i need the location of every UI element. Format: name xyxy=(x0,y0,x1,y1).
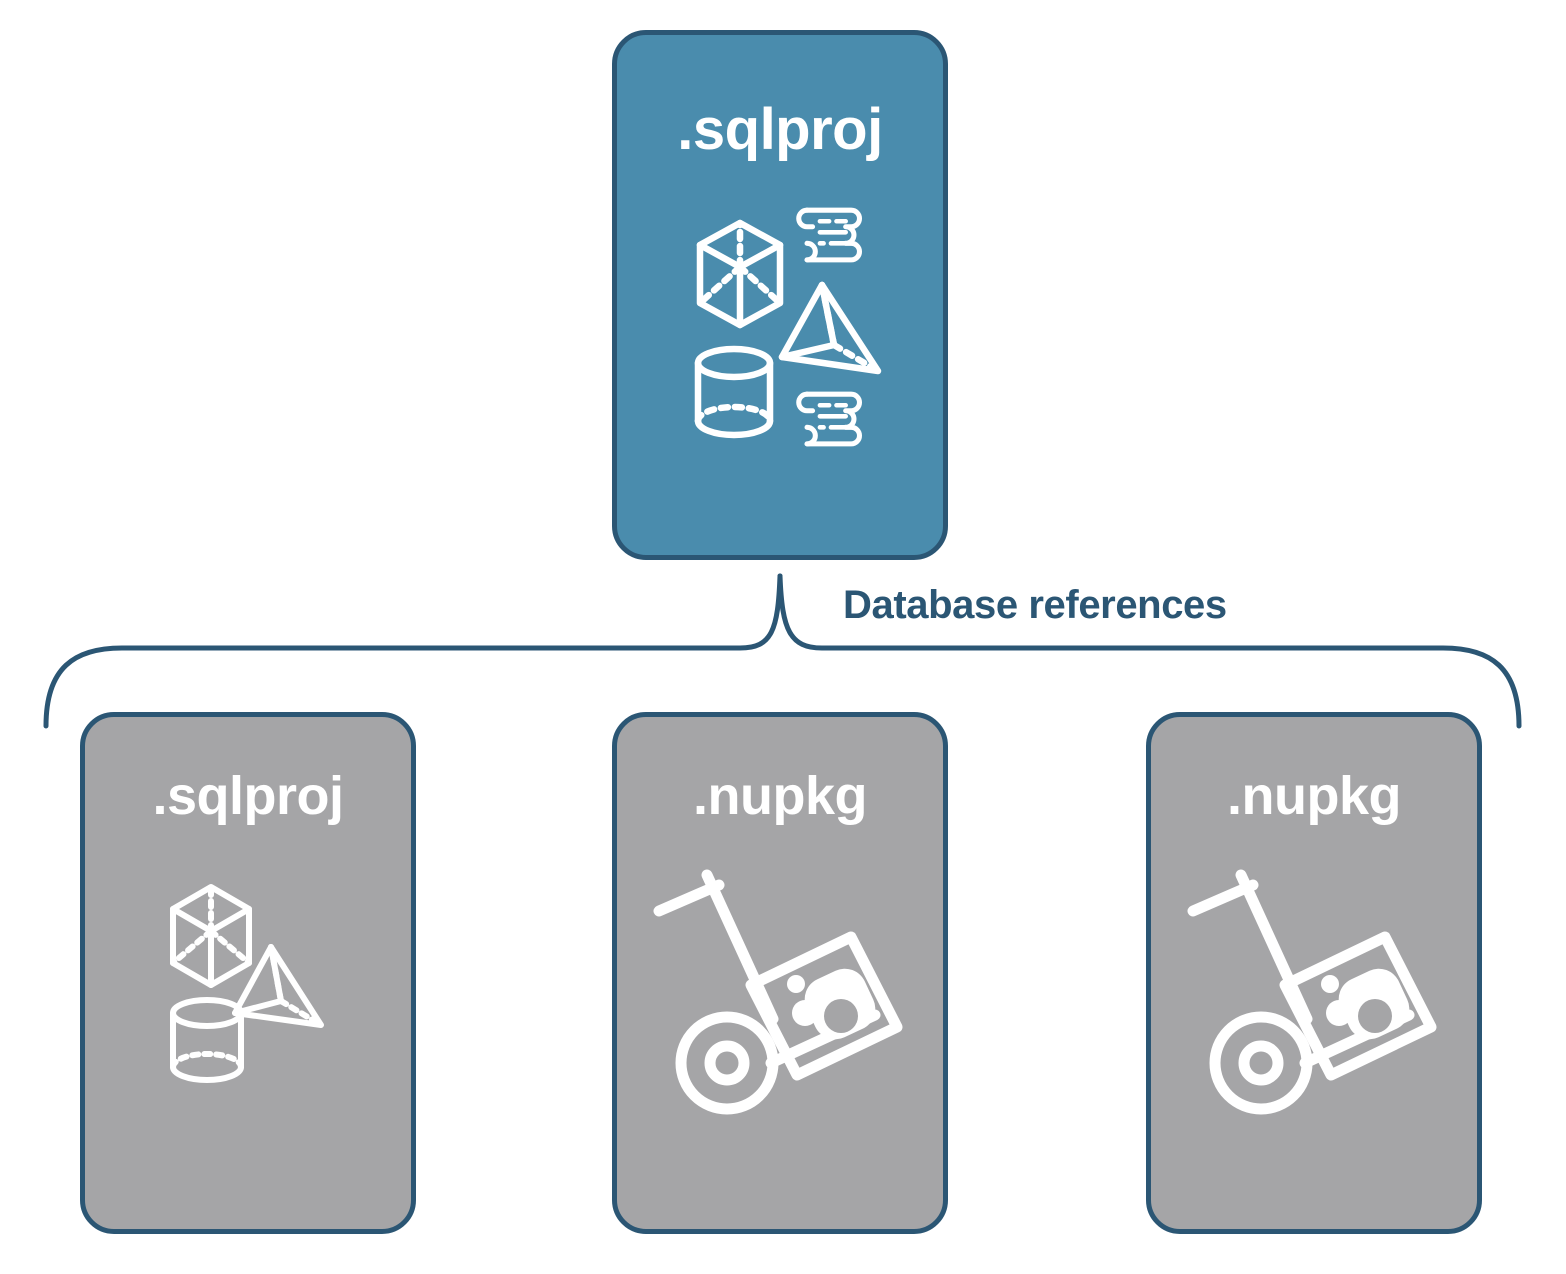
node-reference-sqlproj[interactable]: .sqlproj xyxy=(80,712,416,1234)
scroll-icon xyxy=(796,391,862,447)
node-reference-nupkg-1[interactable]: .nupkg xyxy=(612,712,948,1234)
scroll-icon xyxy=(796,207,862,263)
hand-truck-package-icon xyxy=(653,869,903,1115)
cube-icon xyxy=(170,884,252,988)
node-reference-sqlproj-artwork xyxy=(85,867,411,1087)
node-root-sqlproj-title: .sqlproj xyxy=(677,97,883,162)
cylinder-icon xyxy=(170,997,244,1083)
hand-truck-package-icon xyxy=(1187,869,1437,1115)
node-reference-sqlproj-title: .sqlproj xyxy=(152,766,344,826)
cylinder-icon xyxy=(694,345,774,439)
bracket-label: Database references xyxy=(843,583,1227,627)
pyramid-icon xyxy=(232,944,324,1028)
cube-icon xyxy=(696,219,784,329)
node-reference-nupkg-1-artwork xyxy=(617,867,943,1137)
node-root-sqlproj[interactable]: .sqlproj xyxy=(612,30,948,560)
pyramid-icon xyxy=(778,281,882,375)
node-reference-nupkg-2-title: .nupkg xyxy=(1227,766,1401,826)
node-root-sqlproj-artwork xyxy=(617,195,943,460)
node-reference-nupkg-2-artwork xyxy=(1151,867,1477,1137)
node-reference-nupkg-2[interactable]: .nupkg xyxy=(1146,712,1482,1234)
node-reference-nupkg-1-title: .nupkg xyxy=(693,766,867,826)
